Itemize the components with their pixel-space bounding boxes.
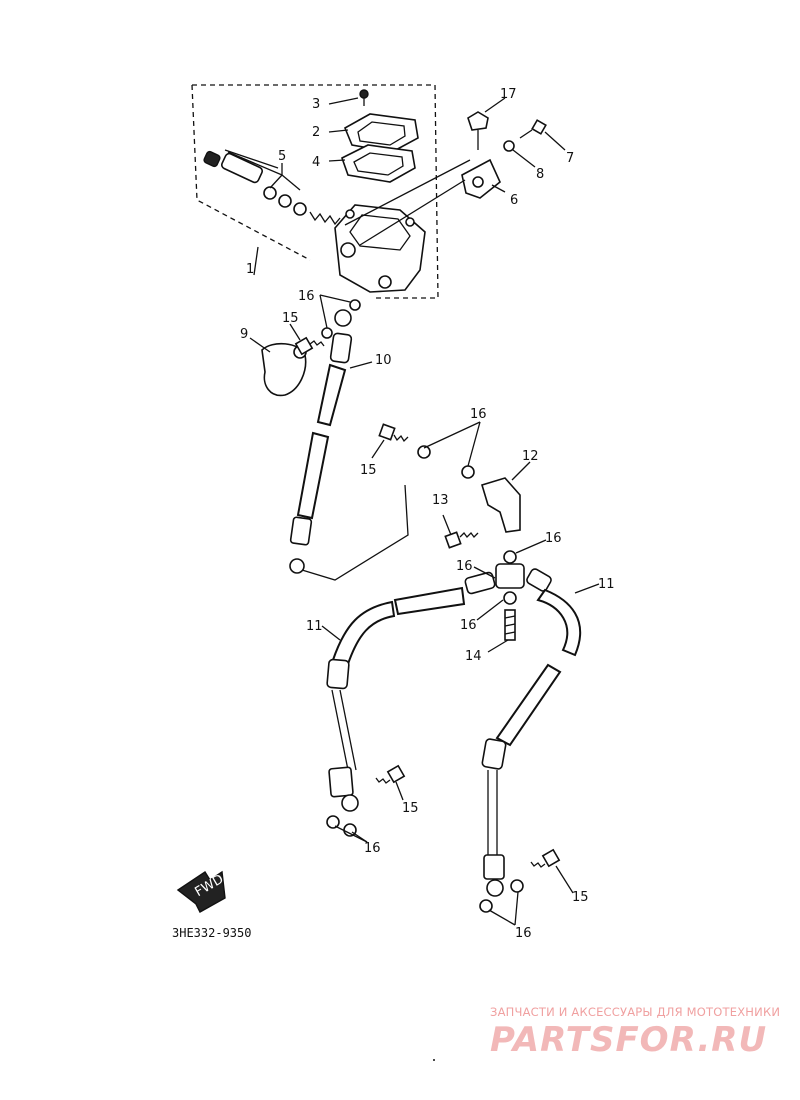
callout-2: 2 — [312, 125, 320, 140]
callout-15-d: 15 — [572, 890, 589, 905]
watermark-subtitle: ЗАПЧАСТИ И АКСЕССУАРЫ ДЛЯ МОТОТЕХНИКИ — [490, 1005, 781, 1019]
lower-left-brake-hose — [326, 571, 496, 837]
bracket-screw — [519, 119, 547, 139]
callout-15-b: 15 — [360, 463, 377, 478]
callout-labels: 3 2 4 5 1 17 7 8 6 16 15 9 10 16 15 12 1… — [240, 87, 615, 941]
callout-16-e: 16 — [460, 618, 477, 633]
upper-brake-hose — [289, 309, 409, 581]
callout-17: 17 — [500, 87, 517, 102]
stray-dot — [433, 1059, 435, 1061]
dust-cover — [261, 342, 307, 397]
callout-6: 6 — [510, 193, 518, 208]
callout-9: 9 — [240, 327, 248, 342]
callout-16-b: 16 — [470, 407, 487, 422]
union-bolt-lower-right — [530, 848, 561, 868]
callout-4: 4 — [312, 155, 320, 170]
callout-1: 1 — [246, 262, 254, 277]
mirror-bracket — [344, 158, 501, 246]
three-way-joint — [495, 550, 525, 641]
union-bolt-mid — [378, 423, 409, 443]
bracket-washer — [503, 140, 515, 152]
callout-8: 8 — [536, 167, 544, 182]
forward-direction-icon: FWD — [176, 870, 226, 913]
watermark-logo[interactable]: PARTSFOR.RU — [490, 1020, 768, 1060]
callout-15-c: 15 — [402, 801, 419, 816]
reservoir-bolt — [467, 111, 489, 150]
callout-16-c: 16 — [545, 531, 562, 546]
callout-16-f: 16 — [364, 841, 381, 856]
callout-7: 7 — [566, 151, 574, 166]
lower-right-brake-hose — [479, 568, 582, 913]
reservoir-diaphragm — [341, 144, 416, 183]
union-bolt-upper — [294, 336, 325, 356]
master-cylinder-body — [334, 204, 426, 293]
callout-11-b: 11 — [598, 577, 615, 592]
hose-joint-bracket — [481, 477, 521, 533]
callout-16-a: 16 — [298, 289, 315, 304]
callout-10: 10 — [375, 353, 392, 368]
callout-3: 3 — [312, 97, 320, 112]
callout-12: 12 — [522, 449, 539, 464]
reservoir-screw — [359, 89, 369, 106]
callout-5: 5 — [278, 149, 286, 164]
callout-16-g: 16 — [515, 926, 532, 941]
reservoir-cap — [343, 113, 419, 153]
union-bolt-lower-left — [375, 764, 406, 784]
callout-14: 14 — [465, 649, 482, 664]
master-cylinder-assembly — [191, 84, 439, 299]
callout-11-a: 11 — [306, 619, 323, 634]
callout-16-d: 16 — [456, 559, 473, 574]
leader-lines — [227, 97, 600, 926]
piston-kit — [203, 149, 341, 226]
callout-15-a: 15 — [282, 311, 299, 326]
callout-13: 13 — [432, 493, 449, 508]
drawing-code: 3HE332-9350 — [172, 926, 251, 940]
